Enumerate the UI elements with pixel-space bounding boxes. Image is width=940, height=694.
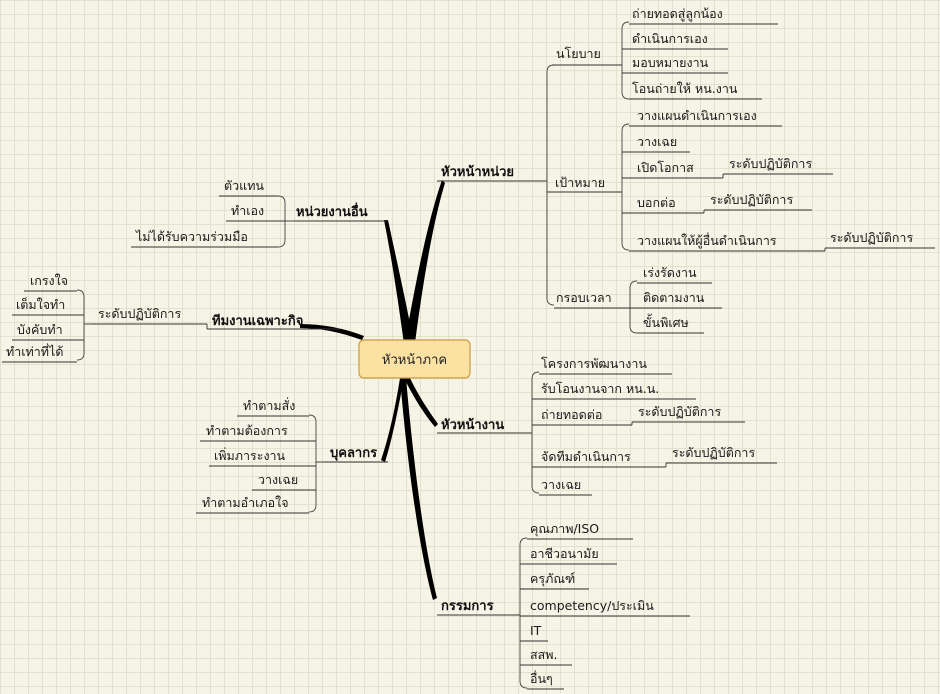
special-team-item[interactable]: ทำเท่าที่ได้ [6, 343, 63, 359]
node-goal[interactable]: เป้าหมาย [555, 175, 605, 190]
node-policy[interactable]: นโยบาย [556, 46, 601, 61]
special-team-label: ทีมงานเฉพาะกิจ [212, 313, 303, 329]
work-head-item[interactable]: โครงการพัฒนางาน [541, 356, 647, 371]
other-agency-label: หน่วยงานอื่น [296, 202, 368, 220]
main-branches [300, 180, 445, 600]
node-unit-head[interactable]: หัวหน้าหน่วย [441, 164, 514, 180]
goal-item[interactable]: วางเฉย [637, 134, 677, 149]
timeframe-label: กรอบเวลา [556, 290, 612, 305]
timeframe-item[interactable]: ติดตามงาน [643, 290, 705, 305]
timeframe-item[interactable]: เร่งรัดงาน [643, 265, 697, 280]
timeframe-item[interactable]: ขั้นพิเศษ [643, 313, 689, 330]
special-team-level-label: ระดับปฏิบัติการ [98, 306, 181, 321]
node-timeframe[interactable]: กรอบเวลา [556, 290, 612, 305]
goal-item[interactable]: บอกต่อ [637, 195, 676, 210]
node-special-team-level[interactable]: ระดับปฏิบัติการ [98, 306, 181, 321]
personnel-label: บุคลากร [330, 446, 377, 461]
work-head-label: หัวหน้างาน [441, 417, 504, 433]
committee-label: กรรมการ [441, 599, 494, 614]
personnel-item[interactable]: วางเฉย [258, 472, 298, 487]
main-underlines [207, 180, 547, 616]
node-committee[interactable]: กรรมการ [441, 599, 494, 614]
special-team-items: เกรงใจ เต็มใจทำ บังคับทำ ทำเท่าที่ได้ [2, 273, 84, 363]
node-other-agency[interactable]: หน่วยงานอื่น [296, 202, 368, 220]
work-head-items: โครงการพัฒนางาน รับโอนงานจาก หน.น. ถ่ายท… [532, 356, 777, 496]
other-agency-items: ตัวแทน ทำเอง ไม่ได้รับความร่วมมือ [131, 178, 285, 248]
goal-items: วางแผนดำเนินการเอง วางเฉย เปิดโอกาส ระดั… [622, 108, 935, 252]
work-head-sub-level[interactable]: ระดับปฏิบัติการ [638, 404, 721, 419]
committee-item[interactable]: IT [530, 623, 542, 638]
work-head-item[interactable]: จัดทีมดำเนินการ [541, 449, 631, 464]
work-head-item[interactable]: วางเฉย [541, 477, 581, 492]
special-team-item[interactable]: เต็มใจทำ [16, 297, 65, 312]
work-head-item[interactable]: รับโอนงานจาก หน.น. [541, 381, 659, 396]
personnel-item[interactable]: ทำตามสั่ง [243, 397, 295, 413]
other-agency-item[interactable]: ตัวแทน [224, 178, 264, 193]
personnel-item[interactable]: ทำตามต้องการ [206, 423, 288, 438]
branch-personnel [381, 378, 404, 462]
policy-item[interactable]: ถ่ายทอดสู่ลูกน้อง [632, 6, 723, 22]
policy-items: ถ่ายทอดสู่ลูกน้อง ดำเนินการเอง มอบหมายงา… [622, 6, 778, 100]
committee-item[interactable]: คุณภาพ/ISO [530, 521, 599, 537]
work-head-item[interactable]: ถ่ายทอดต่อ [541, 407, 602, 422]
committee-items: คุณภาพ/ISO อาชีวอนามัย ครุภัณฑ์ competen… [520, 521, 690, 690]
goal-label: เป้าหมาย [555, 175, 605, 190]
goal-sub-level[interactable]: ระดับปฏิบัติการ [729, 156, 812, 171]
committee-item[interactable]: ครุภัณฑ์ [530, 571, 575, 587]
work-head-sub-level[interactable]: ระดับปฏิบัติการ [672, 445, 755, 460]
node-work-head[interactable]: หัวหน้างาน [441, 417, 504, 433]
branch-unit-head [405, 180, 445, 343]
committee-item[interactable]: อาชีวอนามัย [530, 546, 599, 561]
branch-committee [400, 378, 437, 600]
policy-label: นโยบาย [556, 46, 601, 61]
goal-item[interactable]: วางแผนดำเนินการเอง [637, 108, 757, 123]
other-agency-item[interactable]: ไม่ได้รับความร่วมมือ [135, 229, 248, 244]
center-node[interactable]: หัวหน้าภาค [358, 339, 471, 379]
committee-item[interactable]: competency/ประเมิน [530, 598, 654, 613]
branch-work-head [404, 378, 438, 427]
policy-item[interactable]: มอบหมายงาน [632, 55, 709, 70]
goal-item[interactable]: วางแผนให้ผู้อื่นดำเนินการ [637, 232, 777, 249]
node-personnel[interactable]: บุคลากร [330, 446, 377, 461]
personnel-item[interactable]: ทำตามอำเภอใจ [202, 495, 289, 510]
personnel-item[interactable]: เพิ่มภาระงาน [214, 447, 286, 463]
node-special-team[interactable]: ทีมงานเฉพาะกิจ [212, 313, 303, 329]
timeframe-items: เร่งรัดงาน ติดตามงาน ขั้นพิเศษ [630, 265, 722, 334]
special-team-item[interactable]: เกรงใจ [30, 273, 68, 288]
center-label: หัวหน้าภาค [382, 353, 447, 368]
unit-head-label: หัวหน้าหน่วย [441, 164, 514, 180]
personnel-items: ทำตามสั่ง ทำตามต้องการ เพิ่มภาระงาน วางเ… [196, 397, 316, 514]
goal-sub-level[interactable]: ระดับปฏิบัติการ [830, 230, 913, 245]
branch-other-agency [384, 220, 414, 344]
goal-sub-level[interactable]: ระดับปฏิบัติการ [710, 192, 793, 207]
goal-item[interactable]: เปิดโอกาส [637, 160, 694, 175]
committee-item[interactable]: อื่นๆ [530, 670, 553, 686]
other-agency-item[interactable]: ทำเอง [231, 203, 264, 218]
special-team-item[interactable]: บังคับทำ [17, 322, 63, 337]
branch-special-team [300, 324, 364, 340]
committee-item[interactable]: สสพ. [530, 647, 557, 662]
policy-item[interactable]: ดำเนินการเอง [632, 31, 708, 46]
policy-item[interactable]: โอนถ่ายให้ หน.งาน [632, 81, 738, 96]
